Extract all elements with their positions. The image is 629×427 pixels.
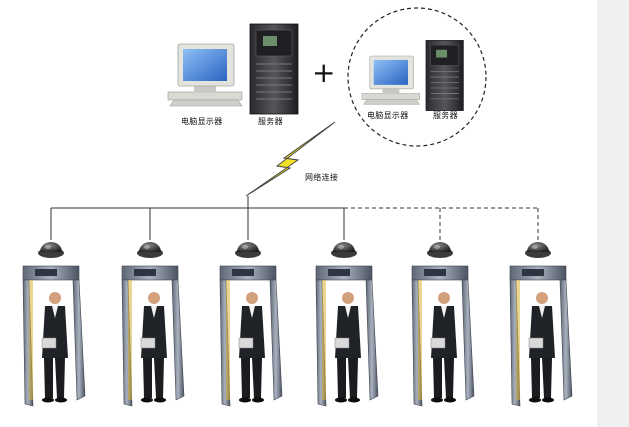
metal-detector-gate-icon bbox=[121, 265, 185, 407]
dome-camera-icon bbox=[235, 242, 261, 258]
page-edge-panel bbox=[597, 0, 629, 427]
gate-unit-6 bbox=[509, 242, 573, 407]
dome-camera-icon bbox=[525, 242, 551, 258]
gate-unit-3 bbox=[219, 242, 283, 407]
optional-monitor-label: 电脑显示器 bbox=[367, 111, 409, 120]
optional-server-label: 服务器 bbox=[433, 111, 458, 120]
monitor-label: 电脑显示器 bbox=[181, 117, 223, 126]
optional-boundary-circle bbox=[347, 7, 487, 147]
optional-station bbox=[347, 7, 487, 147]
dome-camera-icon bbox=[427, 242, 453, 258]
metal-detector-gate-icon bbox=[219, 265, 283, 407]
metal-detector-gate-icon bbox=[22, 265, 86, 407]
network-connection-label: 网络连接 bbox=[305, 173, 339, 182]
dome-camera-icon bbox=[137, 242, 163, 258]
gate-unit-5 bbox=[411, 242, 475, 407]
lightning-bolt-icon bbox=[245, 121, 336, 197]
gate-unit-4 bbox=[315, 242, 379, 407]
network-bus bbox=[51, 196, 540, 209]
metal-detector-gate-icon bbox=[315, 265, 379, 407]
metal-detector-gate-icon bbox=[509, 265, 573, 407]
primary-station bbox=[167, 23, 299, 115]
plus-sign: + bbox=[312, 56, 336, 89]
metal-detector-gate-icon bbox=[411, 265, 475, 407]
gate-unit-1 bbox=[22, 242, 86, 407]
dome-camera-icon bbox=[331, 242, 357, 258]
gate-unit-2 bbox=[121, 242, 185, 407]
server-label: 服务器 bbox=[258, 117, 283, 126]
dome-camera-icon bbox=[38, 242, 64, 258]
